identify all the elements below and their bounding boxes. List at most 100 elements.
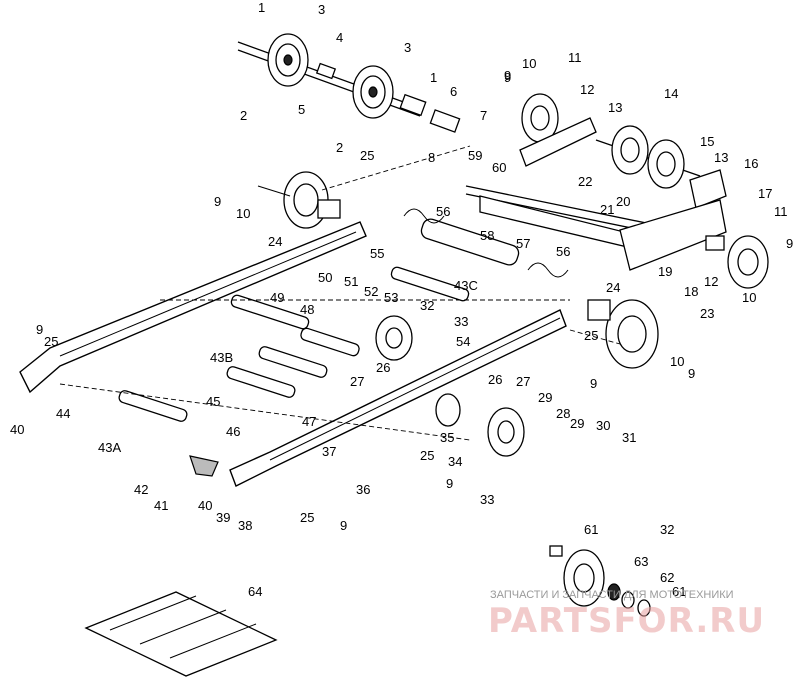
callout-14: 14 bbox=[664, 86, 678, 101]
rear-upper-group bbox=[465, 93, 769, 289]
callout-9: 9 bbox=[504, 68, 511, 83]
callout-53: 53 bbox=[384, 290, 398, 305]
callout-10: 10 bbox=[522, 56, 536, 71]
callout-9: 9 bbox=[590, 376, 597, 391]
callout-33: 33 bbox=[480, 492, 494, 507]
callout-47: 47 bbox=[302, 414, 316, 429]
callout-2: 2 bbox=[336, 140, 343, 155]
callout-28: 28 bbox=[556, 406, 570, 421]
callout-38: 38 bbox=[238, 518, 252, 533]
callout-24: 24 bbox=[606, 280, 620, 295]
callout-20: 20 bbox=[616, 194, 630, 209]
callout-3: 3 bbox=[404, 40, 411, 55]
top-axle-group bbox=[237, 33, 461, 133]
callout-39: 39 bbox=[216, 510, 230, 525]
callout-61: 61 bbox=[584, 522, 598, 537]
rail-wear-strip-tip bbox=[189, 455, 219, 477]
callout-30: 30 bbox=[596, 418, 610, 433]
callout-64: 64 bbox=[248, 584, 262, 599]
callout-26: 26 bbox=[376, 360, 390, 375]
callout-8: 8 bbox=[428, 150, 435, 165]
callout-1: 1 bbox=[258, 0, 265, 15]
callout-32: 32 bbox=[420, 298, 434, 313]
callout-9: 9 bbox=[36, 322, 43, 337]
callout-4: 4 bbox=[336, 30, 343, 45]
detail-washer-61 bbox=[637, 599, 651, 617]
mid-wheels-group bbox=[375, 299, 659, 457]
detail-nut bbox=[549, 545, 563, 557]
shaft-43a bbox=[118, 390, 188, 422]
watermark-caption: ЗАПЧАСТИ И ЗАПЧАСТИ ДЛЯ МОТОТЕХНИКИ bbox=[490, 589, 734, 601]
callout-11: 11 bbox=[774, 204, 788, 219]
shaft-49 bbox=[230, 294, 310, 330]
right-slide-rail bbox=[229, 309, 567, 487]
lower-wheel-29-hub bbox=[497, 420, 515, 444]
track-cleat-1 bbox=[109, 595, 197, 631]
callout-29: 29 bbox=[570, 416, 584, 431]
callout-25: 25 bbox=[420, 448, 434, 463]
callout-3: 3 bbox=[318, 2, 325, 17]
rear-torque-arm-bracket bbox=[619, 199, 727, 271]
wheel-detail-group bbox=[549, 545, 651, 617]
callout-11: 11 bbox=[568, 50, 582, 65]
callout-9: 9 bbox=[786, 236, 793, 251]
rear-bogie-spacer bbox=[587, 299, 611, 321]
track-section bbox=[84, 591, 278, 677]
spring-cross-shaft bbox=[420, 218, 520, 266]
callout-5: 5 bbox=[298, 102, 305, 117]
callout-56: 56 bbox=[556, 244, 570, 259]
callout-16: 16 bbox=[744, 156, 758, 171]
callout-12: 12 bbox=[580, 82, 594, 97]
callout-59: 59 bbox=[468, 148, 482, 163]
shaft-48 bbox=[300, 327, 360, 357]
callout-36: 36 bbox=[356, 482, 370, 497]
callout-24: 24 bbox=[268, 234, 282, 249]
rear-bogie-wheel-hub bbox=[617, 315, 647, 353]
callout-9: 9 bbox=[504, 70, 511, 85]
callout-17: 17 bbox=[758, 186, 772, 201]
dash-line-1 bbox=[321, 145, 471, 191]
right-rail-edge bbox=[269, 317, 561, 461]
callout-43C: 43C bbox=[454, 278, 478, 293]
dash-line-2 bbox=[59, 383, 471, 441]
alignment-lines bbox=[59, 145, 621, 441]
detail-ring-62 bbox=[621, 591, 635, 609]
callout-61: 61 bbox=[672, 584, 686, 599]
callout-25: 25 bbox=[44, 334, 58, 349]
axle-spacer bbox=[315, 62, 337, 80]
mid-wheel-32-hub bbox=[385, 327, 403, 349]
axle-bracket bbox=[429, 109, 461, 133]
callout-40: 40 bbox=[10, 422, 24, 437]
callout-25: 25 bbox=[360, 148, 374, 163]
callout-9: 9 bbox=[214, 194, 221, 209]
callout-43B: 43B bbox=[210, 350, 233, 365]
callout-18: 18 bbox=[684, 284, 698, 299]
rear-scissor-arm bbox=[519, 117, 597, 167]
callout-10: 10 bbox=[742, 290, 756, 305]
shaft-43c bbox=[390, 266, 470, 302]
idler-wheel-top-right-bearing bbox=[368, 86, 378, 98]
callout-60: 60 bbox=[492, 160, 506, 175]
callout-49: 49 bbox=[270, 290, 284, 305]
callout-22: 22 bbox=[578, 174, 592, 189]
callout-50: 50 bbox=[318, 270, 332, 285]
callout-2: 2 bbox=[240, 108, 247, 123]
rear-idler-wheel-c-hub bbox=[656, 151, 676, 177]
rails-group bbox=[19, 221, 567, 487]
front-left-bolt bbox=[257, 185, 291, 197]
callout-15: 15 bbox=[700, 134, 714, 149]
bushing-35 bbox=[435, 393, 461, 427]
idler-wheel-top-left-bearing bbox=[283, 54, 293, 66]
torsion-spring-right bbox=[527, 262, 569, 278]
callout-37: 37 bbox=[322, 444, 336, 459]
callout-26: 26 bbox=[488, 372, 502, 387]
callout-43A: 43A bbox=[98, 440, 121, 455]
shaft-45 bbox=[226, 366, 296, 398]
callout-7: 7 bbox=[480, 108, 487, 123]
callout-51: 51 bbox=[344, 274, 358, 289]
dash-line-4 bbox=[569, 329, 621, 345]
callout-25: 25 bbox=[584, 328, 598, 343]
track-cleat-3 bbox=[169, 623, 257, 659]
callout-25: 25 bbox=[300, 510, 314, 525]
